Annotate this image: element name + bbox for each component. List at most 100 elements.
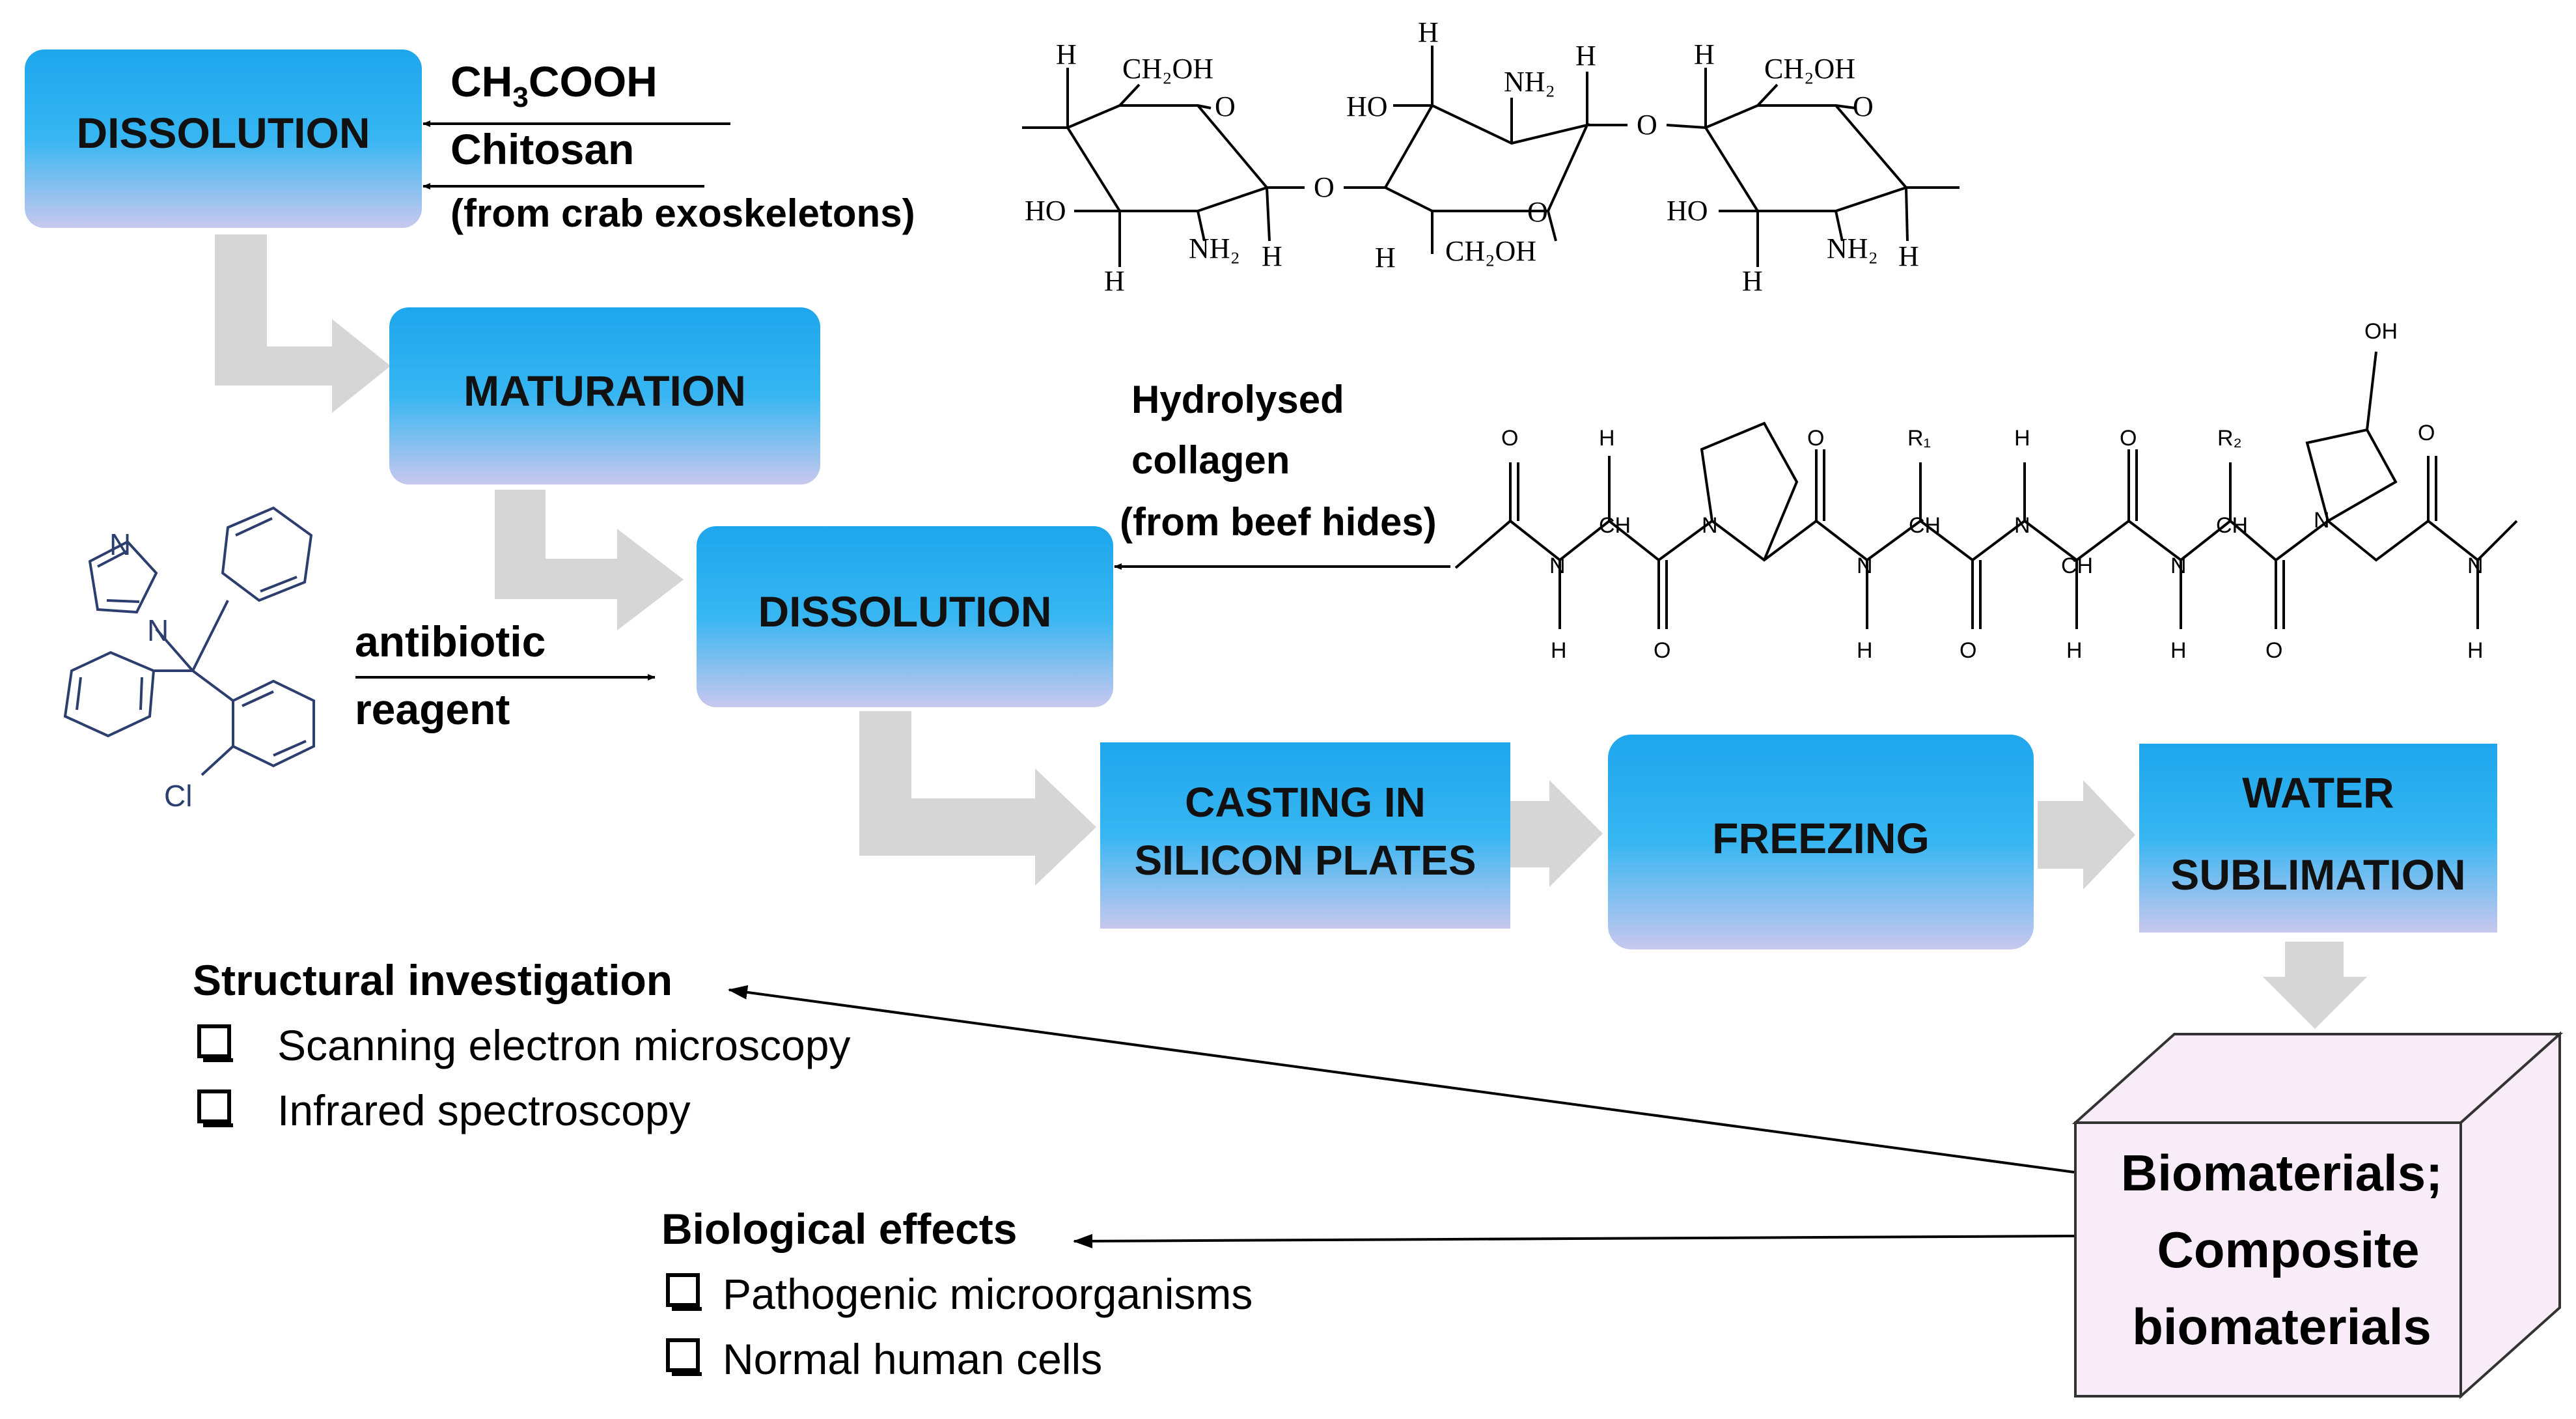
acetic-acid-main: CH bbox=[450, 57, 512, 105]
flow-arrow-3 bbox=[859, 711, 1096, 886]
clotrimazole-bonds bbox=[154, 600, 234, 776]
dissolution-label-2: DISSOLUTION bbox=[758, 587, 1051, 636]
clotrimazole-atoms: N N Cl bbox=[109, 527, 192, 813]
chitosan-ring-1 bbox=[1066, 104, 1269, 212]
chitosan-bonds bbox=[1022, 46, 1960, 267]
atom-h: H bbox=[2467, 638, 2484, 663]
atom-nh2: NH₂ bbox=[1504, 66, 1555, 98]
flow-arrows bbox=[215, 234, 2367, 1029]
cube-front bbox=[2074, 1121, 2462, 1398]
atom-h: H bbox=[1898, 240, 1919, 272]
phenyl-ring-top bbox=[221, 506, 313, 602]
atom-o: O bbox=[1314, 171, 1335, 203]
atom-h: H bbox=[1551, 638, 1567, 663]
dissolution-box-2: DISSOLUTION bbox=[697, 526, 1113, 707]
atom-n: N bbox=[1702, 513, 1718, 538]
product-cube: Biomaterials; Composite biomaterials bbox=[2071, 1031, 2564, 1399]
product-label-line1: Biomaterials; bbox=[2121, 1144, 2443, 1201]
collagen-backbone bbox=[1454, 519, 2518, 569]
atom-h: H bbox=[1742, 265, 1763, 297]
atom-ho: HO bbox=[1025, 195, 1066, 227]
checkbox-icon bbox=[666, 1273, 700, 1307]
atom-o: O bbox=[2120, 426, 2137, 451]
atom-oh: OH bbox=[2364, 319, 2398, 344]
structural-item-2: Infrared spectroscopy bbox=[277, 1086, 691, 1134]
chitosan-structure bbox=[1022, 46, 1960, 267]
atom-nh2: NH₂ bbox=[1189, 232, 1240, 264]
atom-ch2oh: CH₂OH bbox=[1445, 235, 1536, 267]
casting-label-line2: SILICON PLATES bbox=[1134, 837, 1476, 884]
atom-o: O bbox=[2265, 638, 2282, 663]
atom-o: O bbox=[1637, 109, 1657, 141]
structural-heading: Structural investigation bbox=[193, 956, 672, 1004]
atom-n: N bbox=[109, 527, 131, 561]
atom-r2: R₂ bbox=[2217, 426, 2242, 451]
atom-nh2: NH₂ bbox=[1827, 232, 1878, 264]
atom-o: O bbox=[1807, 426, 1824, 451]
antibiotic-label-line1: antibiotic bbox=[355, 617, 546, 666]
biological-arrow bbox=[1073, 1233, 2075, 1248]
atom-ch2oh: CH₂OH bbox=[1122, 53, 1213, 85]
atom-o: O bbox=[1654, 638, 1670, 663]
atom-r1: R₁ bbox=[1907, 426, 1931, 451]
freezing-box: FREEZING bbox=[1608, 735, 2034, 949]
sublimation-label-line2: SUBLIMATION bbox=[2170, 850, 2465, 899]
atom-h: H bbox=[2014, 426, 2030, 451]
atom-h: H bbox=[1104, 265, 1125, 297]
sublimation-label-line1: WATER bbox=[2242, 768, 2394, 817]
phenyl-ring-left bbox=[63, 651, 156, 738]
casting-label-line1: CASTING IN bbox=[1185, 779, 1426, 826]
checkbox-icon bbox=[197, 1089, 231, 1123]
svg-text:CH3COOH: CH3COOH bbox=[450, 57, 658, 113]
flow-arrow-5 bbox=[2038, 780, 2135, 890]
atom-o: O bbox=[1853, 91, 1874, 122]
biological-heading: Biological effects bbox=[661, 1205, 1017, 1253]
casting-box: CASTING IN SILICON PLATES bbox=[1100, 742, 1510, 929]
chlorophenyl-ring bbox=[232, 679, 315, 768]
atom-ch: CH bbox=[2061, 554, 2093, 578]
atom-h: H bbox=[2066, 638, 2083, 663]
atom-ch2oh: CH₂OH bbox=[1764, 53, 1855, 85]
atom-n: N bbox=[1549, 554, 1566, 578]
chitosan-input: Chitosan (from crab exoskeletons) bbox=[422, 125, 915, 235]
atom-h: H bbox=[1418, 16, 1439, 48]
atom-h: H bbox=[1056, 38, 1077, 70]
chitosan-label: Chitosan bbox=[450, 125, 634, 173]
structural-item-1: Scanning electron microscopy bbox=[277, 1021, 850, 1069]
flow-arrow-2 bbox=[495, 490, 684, 630]
acetic-acid-input: CH3COOH bbox=[422, 57, 730, 127]
chitosan-ring-3 bbox=[1704, 104, 1909, 212]
atom-o: O bbox=[2418, 421, 2435, 445]
collagen-label-line2: collagen bbox=[1131, 438, 1290, 482]
chitosan-ring-2 bbox=[1383, 104, 1590, 212]
antibiotic-label-line2: reagent bbox=[355, 685, 510, 733]
collagen-label-line1: Hydrolysed bbox=[1131, 378, 1344, 421]
acetic-acid-subscript: 3 bbox=[512, 81, 528, 113]
atom-h: H bbox=[1857, 638, 1873, 663]
atom-o: O bbox=[1527, 196, 1548, 228]
atom-h: H bbox=[2170, 638, 2187, 663]
chitosan-atoms: H CH₂OH O HO NH₂ H H O H HO NH₂ H O H CH… bbox=[1025, 16, 1919, 297]
atom-n: N bbox=[2014, 513, 2030, 538]
atom-ch: CH bbox=[2216, 513, 2248, 538]
collagen-structure bbox=[1454, 351, 2518, 629]
structural-investigation: Structural investigation Scanning electr… bbox=[193, 956, 850, 1134]
freezing-label: FREEZING bbox=[1712, 814, 1930, 862]
dissolution-label-1: DISSOLUTION bbox=[76, 109, 370, 157]
collagen-atoms: O H CH N H O N O N H R₁ CH O H N CH H O … bbox=[1501, 319, 2484, 663]
imidazole-ring bbox=[88, 540, 158, 614]
checkbox-icon bbox=[197, 1024, 231, 1058]
atom-n: N bbox=[2314, 508, 2330, 533]
atom-ch: CH bbox=[1599, 513, 1631, 538]
dissolution-box-1: DISSOLUTION bbox=[25, 49, 422, 228]
atom-h: H bbox=[1262, 240, 1282, 272]
atom-n: N bbox=[2170, 554, 2187, 578]
atom-o: O bbox=[1215, 91, 1236, 122]
flow-arrow-1 bbox=[215, 234, 391, 413]
sublimation-box: WATER SUBLIMATION bbox=[2139, 744, 2497, 933]
atom-ho: HO bbox=[1667, 195, 1708, 227]
product-label-line3: biomaterials bbox=[2132, 1298, 2431, 1355]
atom-n: N bbox=[1857, 554, 1873, 578]
